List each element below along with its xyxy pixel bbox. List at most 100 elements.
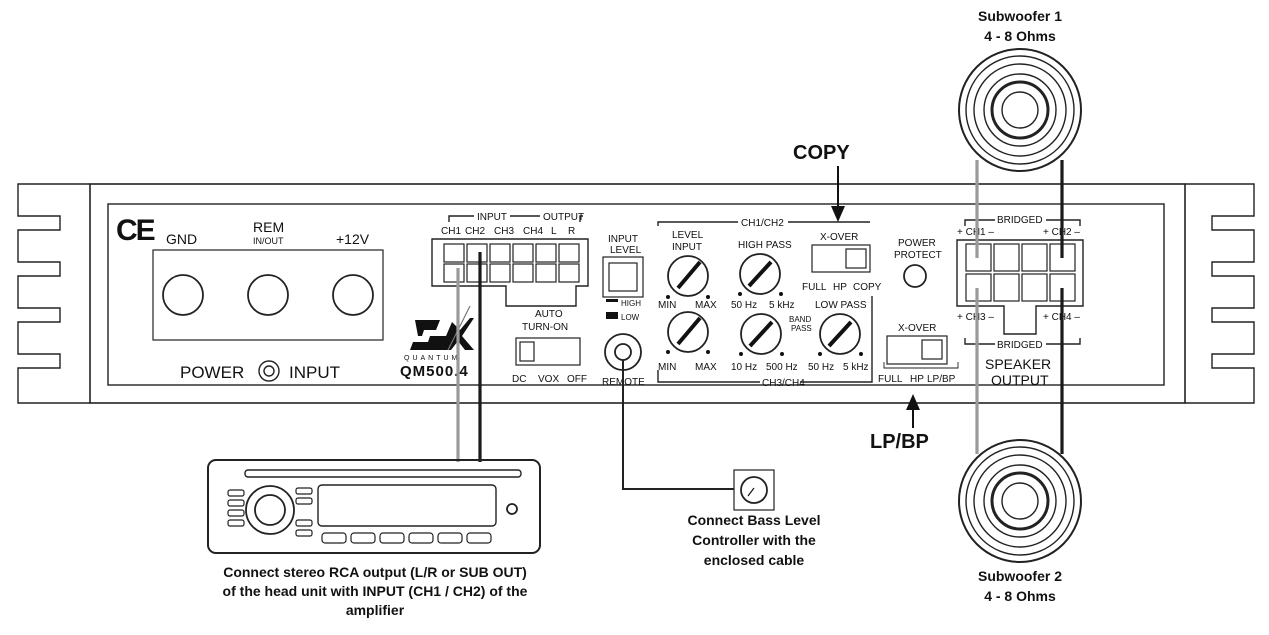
rca-jack[interactable] [535, 263, 557, 283]
subwoofer2-impedance: 4 - 8 Ohms [984, 588, 1056, 604]
bass-level-controller [733, 469, 775, 511]
rca-jack[interactable] [489, 243, 511, 263]
auto-turn-on-title-1: AUTO [535, 309, 563, 320]
channel-label-r: R [568, 226, 575, 237]
high-pass-min: 50 Hz [731, 300, 757, 311]
rca-jack[interactable] [512, 263, 534, 283]
head-unit-preset-button[interactable] [408, 532, 434, 544]
rca-jack[interactable] [558, 243, 580, 263]
head-unit [207, 459, 541, 554]
head-unit-body [207, 459, 541, 554]
head-unit-button[interactable] [295, 529, 313, 537]
input-level-title-1: INPUT [608, 234, 638, 245]
gnd-terminal[interactable] [162, 274, 204, 316]
auto-turn-on-title-2: TURN-ON [522, 322, 568, 333]
head-unit-button[interactable] [295, 487, 313, 495]
band-pass-title-2: PASS [791, 324, 812, 333]
head-unit-volume-knob-inner [254, 494, 286, 526]
brand-logo: QUANTUM QM500.4 [400, 305, 474, 380]
head-unit-preset-button[interactable] [466, 532, 492, 544]
ce-mark: CE [116, 214, 155, 247]
head-unit-button[interactable] [227, 489, 245, 497]
speaker-terminal-ch1-minus[interactable] [993, 243, 1020, 272]
ch34-xover-lpbp: LP/BP [927, 374, 956, 385]
subwoofer2 [958, 439, 1082, 563]
ch34-xover-hp: HP [910, 374, 924, 385]
band-pass-min: 10 Hz [731, 362, 757, 373]
low-indicator-icon [606, 312, 618, 319]
ch12-section: CH1/CH2 LEVEL INPUT MIN MAX HIGH PASS 50… [657, 218, 882, 311]
channel-label-l: L [551, 226, 557, 237]
plus12v-label: +12V [336, 231, 370, 247]
ch12-xover-hp: HP [833, 282, 847, 293]
power-label: POWER [180, 363, 244, 382]
channel-label-ch4: CH4 [523, 226, 543, 237]
input-level-switch-knob [608, 262, 638, 292]
power-protect-title-1: POWER [898, 238, 936, 249]
rca-jack[interactable] [489, 263, 511, 283]
bass-controller-knob[interactable] [740, 476, 768, 504]
high-indicator-icon [606, 299, 618, 302]
power-input-icon-outer [258, 360, 280, 382]
rem-terminal[interactable] [247, 274, 289, 316]
rca-jack[interactable] [443, 243, 465, 263]
speaker-terminal-ch2-plus[interactable] [1021, 243, 1048, 272]
ch12-title: CH1/CH2 [741, 218, 784, 229]
channel-label-ch3: CH3 [494, 226, 514, 237]
high-pass-max: 5 kHz [769, 300, 795, 311]
head-unit-preset-button[interactable] [321, 532, 347, 544]
ch34-xover-title: X-OVER [898, 323, 936, 334]
rca-jack[interactable] [558, 263, 580, 283]
lpbp-arrow-icon [906, 394, 920, 410]
rca-jack[interactable] [466, 263, 488, 283]
power-protect-title-2: PROTECT [894, 250, 942, 261]
speaker-terminal-ch3-minus[interactable] [993, 273, 1020, 302]
head-unit-aux-jack[interactable] [506, 503, 518, 515]
rca-jacks-bottom-row [443, 263, 580, 283]
rem-sub-label: IN/OUT [253, 236, 284, 246]
head-unit-preset-button[interactable] [437, 532, 463, 544]
input-header: INPUT [477, 212, 507, 223]
head-unit-button[interactable] [295, 497, 313, 505]
head-unit-caption-1: Connect stereo RCA output (L/R or SUB OU… [223, 564, 527, 580]
low-pass-title: LOW PASS [815, 300, 867, 311]
head-unit-button[interactable] [295, 519, 313, 527]
head-unit-button[interactable] [227, 499, 245, 507]
band-pass-title-1: BAND [789, 315, 811, 324]
plus12v-terminal[interactable] [332, 274, 374, 316]
copy-callout: COPY [793, 142, 850, 222]
speaker-output-title-1: SPEAKER [985, 356, 1051, 372]
head-unit-preset-button[interactable] [379, 532, 405, 544]
rem-label: REM [253, 219, 284, 235]
ch12-xover-copy: COPY [853, 282, 882, 293]
power-protect-group: POWER PROTECT [894, 238, 942, 288]
input-level-high: HIGH [621, 299, 641, 308]
head-unit-preset-button[interactable] [350, 532, 376, 544]
head-unit-display [317, 484, 497, 527]
rca-jack[interactable] [443, 263, 465, 283]
quantum-label: QUANTUM [404, 355, 460, 362]
ch12-xover-switch-knob [845, 248, 867, 269]
band-pass-max: 500 Hz [766, 362, 798, 373]
level-input-title-2: INPUT [672, 242, 702, 253]
rca-jack[interactable] [466, 243, 488, 263]
head-unit-button[interactable] [227, 519, 245, 527]
remote-jack-inner [614, 343, 632, 361]
subwoofer1-impedance: 4 - 8 Ohms [984, 28, 1056, 44]
ch34-xover-full: FULL [878, 374, 903, 385]
rca-jack[interactable] [512, 243, 534, 263]
ch34-section: CH3/CH4 MIN MAX BAND PASS 10 Hz 500 Hz L… [657, 296, 959, 389]
rca-jack[interactable] [535, 243, 557, 263]
head-unit-caption-3: amplifier [346, 602, 405, 618]
speaker-terminal-housing [956, 239, 1084, 335]
gnd-label: GND [166, 231, 197, 247]
ch12-xover-title: X-OVER [820, 232, 858, 243]
output-header: OUTPUT [543, 212, 584, 223]
auto-turn-on-dc: DC [512, 374, 526, 385]
ch34-title: CH3/CH4 [762, 378, 805, 389]
lpbp-callout-label: LP/BP [870, 431, 929, 453]
input-level-group: INPUT LEVEL HIGH LOW REMOTE [602, 234, 645, 388]
head-unit-button[interactable] [227, 509, 245, 517]
speaker-terminal-ch4-plus[interactable] [1021, 273, 1048, 302]
